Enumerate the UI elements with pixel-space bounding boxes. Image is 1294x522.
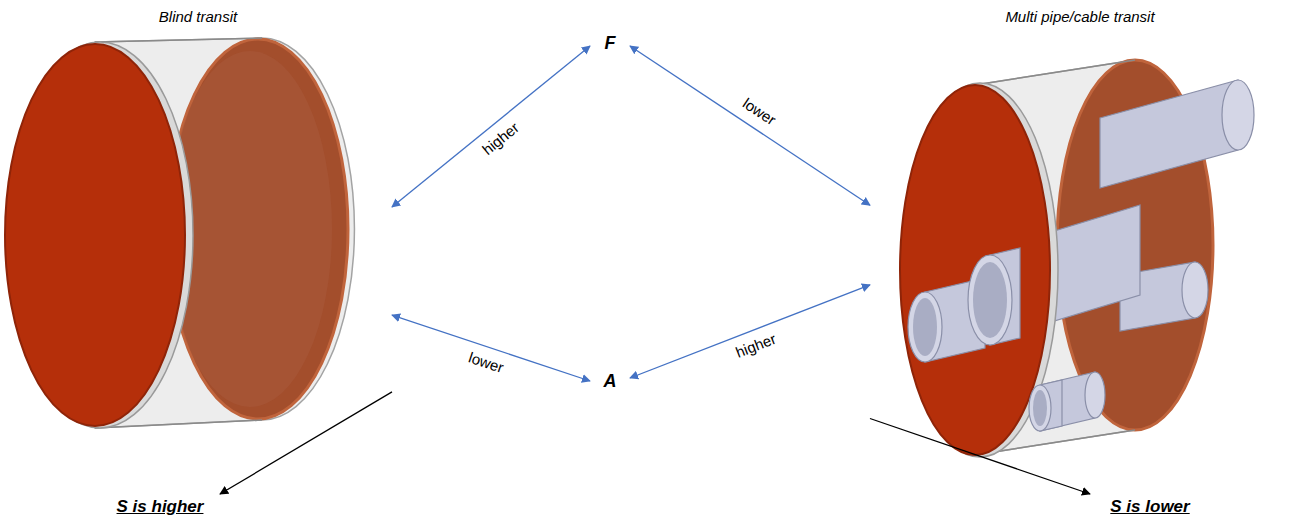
blind-transit: Blind transit xyxy=(4,0,392,460)
multi-transit: Multi pipe/cable transit xyxy=(870,0,1290,450)
variable-letter: A xyxy=(604,371,617,392)
multi-transit-drawing xyxy=(900,60,1254,457)
result-label: S is lower xyxy=(1050,494,1250,520)
connector-arrow xyxy=(220,392,392,494)
connector-arrow xyxy=(392,46,590,207)
result-text: S is lower xyxy=(1110,497,1189,517)
connector-arrow xyxy=(870,419,1090,495)
figure-title: Multi pipe/cable transit xyxy=(870,0,1290,25)
connector-arrow xyxy=(392,315,590,381)
area-letter: A xyxy=(590,366,630,396)
edge-label: higher xyxy=(731,330,780,362)
figure-title: Blind transit xyxy=(4,0,392,25)
result-text: S is higher xyxy=(117,497,204,517)
result-label: S is higher xyxy=(60,494,260,520)
edge-label: lower xyxy=(464,349,507,377)
edge-label: higher xyxy=(478,118,524,160)
connector-arrow xyxy=(630,285,870,378)
force-letter: F xyxy=(590,28,630,58)
variable-letter: F xyxy=(605,33,616,54)
blind-transit-drawing xyxy=(5,38,354,428)
connector-arrow xyxy=(630,46,870,205)
edge-label: lower xyxy=(738,94,780,130)
